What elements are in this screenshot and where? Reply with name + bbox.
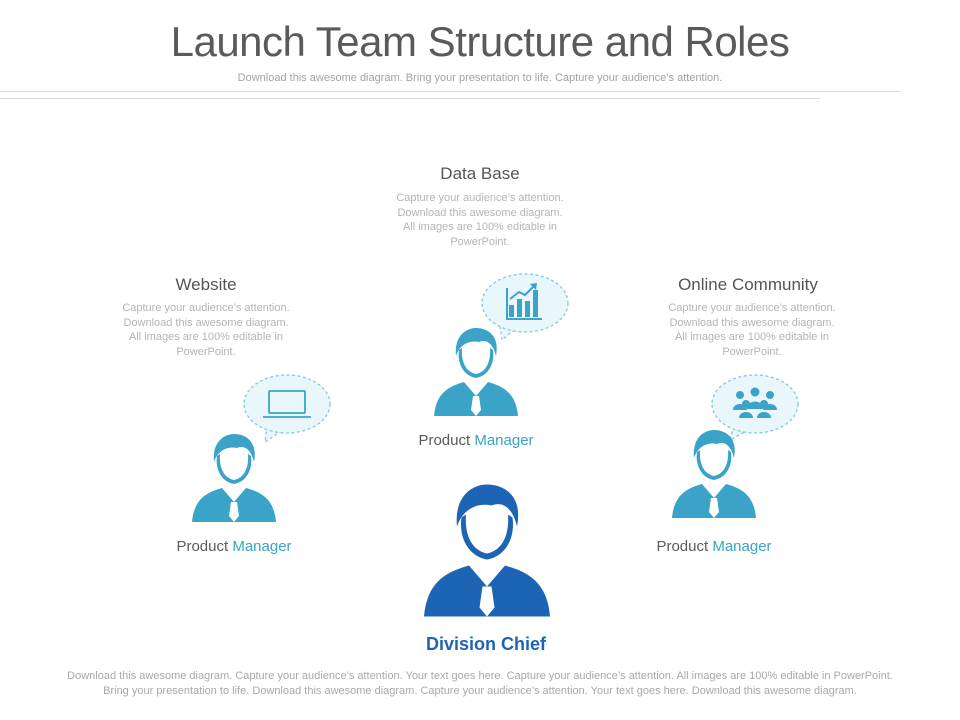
node-desc-online-community: Capture your audience’s attention. Downl… bbox=[668, 302, 836, 358]
node-heading-online-community: Online Community bbox=[678, 275, 818, 294]
speech-bubble-website bbox=[243, 374, 331, 444]
laptop-icon bbox=[263, 390, 311, 418]
person-product-manager-website bbox=[192, 434, 276, 522]
group-icon bbox=[733, 387, 777, 418]
role-label-website: Product Manager bbox=[176, 538, 292, 555]
node-desc-database: Capture your audience’s attention. Downl… bbox=[396, 192, 564, 248]
person-product-manager-database bbox=[434, 328, 518, 416]
header-divider-top bbox=[0, 91, 900, 92]
role-label-database: Product Manager bbox=[418, 432, 534, 449]
footer-text: Download this awesome diagram. Capture y… bbox=[67, 670, 893, 697]
page-title: Launch Team Structure and Roles bbox=[170, 18, 790, 65]
header-divider-bottom bbox=[0, 98, 820, 99]
page-subtitle: Download this awesome diagram. Bring you… bbox=[237, 72, 723, 84]
person-product-manager-online-community bbox=[672, 430, 756, 518]
division-chief-label: Division Chief bbox=[425, 634, 546, 654]
role-label-online-community: Product Manager bbox=[656, 538, 772, 555]
node-heading-database: Data Base bbox=[440, 164, 520, 183]
bar-chart-icon bbox=[506, 283, 542, 320]
node-heading-website: Website bbox=[175, 275, 237, 294]
speech-bubble-online-community bbox=[711, 374, 799, 442]
node-desc-website: Capture your audience’s attention. Downl… bbox=[122, 302, 290, 358]
speech-bubble-database bbox=[481, 273, 569, 342]
person-division-chief bbox=[424, 484, 550, 617]
